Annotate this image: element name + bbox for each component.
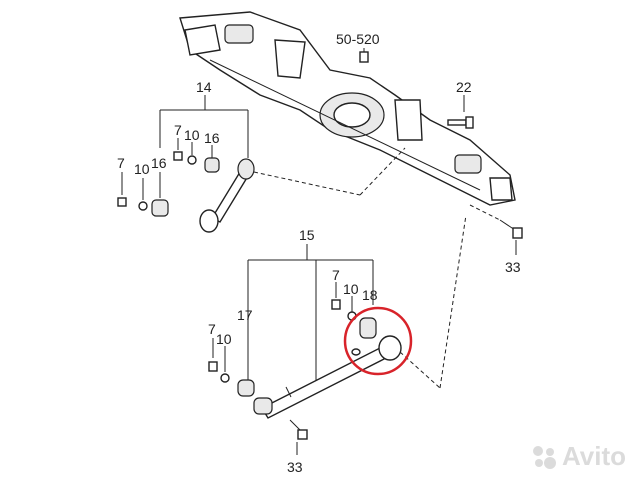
callout-16-upper-inner: 16 [204,130,220,146]
bolt-33-lower [289,419,308,455]
callout-7-lower-inner: 7 [332,267,340,283]
callout-50-520: 50-520 [336,31,380,47]
callout-7-upper-outer: 7 [117,155,125,171]
rear-axle-housing [179,11,516,206]
callout-33-lower: 33 [287,459,303,475]
leader-lines-14 [121,95,249,200]
callout-14: 14 [196,79,212,95]
bolt-33-upper [469,204,523,255]
callout-10-lower-inner: 10 [343,281,359,297]
callout-10-upper-outer: 10 [134,161,150,177]
callout-16-upper-outer: 16 [151,155,167,171]
hardware-group-15 [208,299,377,397]
callout-10-lower-outer: 10 [216,331,232,347]
part-50-520 [359,48,369,63]
callout-7-lower-outer: 7 [208,321,216,337]
callout-22: 22 [456,79,472,95]
highlight-circle [343,306,413,376]
callout-33-upper: 33 [505,259,521,275]
avito-logo-icon [532,445,556,469]
bolt-22 [447,95,474,129]
avito-watermark: Avito [530,441,626,472]
callout-10-upper-inner: 10 [184,127,200,143]
callout-7-upper-inner: 7 [174,122,182,138]
hardware-group-14 [117,151,220,217]
leader-lines-15 [212,244,374,382]
lower-link-15 [253,214,467,419]
callout-17: 17 [237,307,253,323]
callout-15: 15 [299,227,315,243]
callout-18: 18 [362,287,378,303]
watermark-text: Avito [561,441,626,471]
upper-link-14 [199,147,406,233]
